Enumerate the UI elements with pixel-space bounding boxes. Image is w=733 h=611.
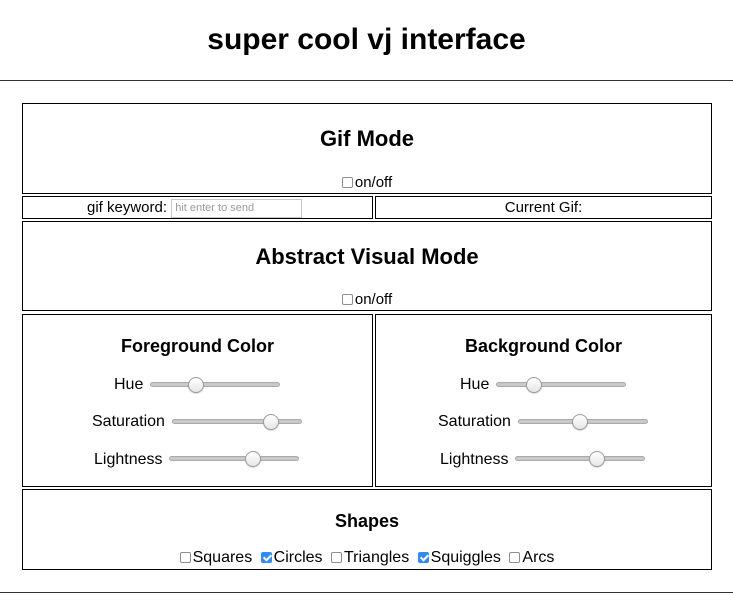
gif-mode-title: Gif Mode (319, 126, 415, 151)
gif-mode-panel: Gif Mode on/off (22, 103, 712, 194)
slider-thumb[interactable] (188, 377, 204, 393)
current-gif-label: Current Gif: (504, 199, 583, 216)
shape-checkbox[interactable] (509, 552, 521, 563)
foreground-color-panel: Foreground Color Hue Saturation Lightnes… (22, 314, 373, 487)
abstract-mode-toggle[interactable]: on/off (23, 291, 711, 308)
current-gif-panel: Current Gif: (375, 196, 712, 219)
shape-label: Triangles (343, 549, 410, 566)
shapes-title: Shapes (334, 511, 400, 531)
shape-checkbox[interactable] (417, 552, 429, 563)
foreground-color-title: Foreground Color (121, 336, 274, 356)
background-lightness-label: Lightness (440, 451, 509, 468)
gif-keyword-input[interactable]: hit enter to send (171, 198, 303, 218)
gif-keyword-row: gif keyword: hit enter to send (87, 198, 303, 218)
shape-option-circles[interactable]: Circles (260, 549, 323, 566)
background-saturation-label: Saturation (438, 413, 511, 430)
shape-option-triangles[interactable]: Triangles (330, 549, 410, 566)
gif-mode-checkbox[interactable] (341, 177, 353, 188)
gif-mode-toggle[interactable]: on/off (23, 174, 711, 191)
slider-thumb[interactable] (526, 377, 542, 393)
footer-divider (0, 592, 733, 593)
shape-label: Arcs (522, 549, 555, 566)
shape-checkbox[interactable] (179, 552, 191, 563)
background-hue-label: Hue (460, 376, 490, 393)
shape-option-squiggles[interactable]: Squiggles (417, 549, 501, 566)
shape-label: Squiggles (430, 549, 501, 566)
foreground-lightness-slider[interactable] (169, 449, 299, 469)
slider-thumb[interactable] (589, 451, 605, 467)
shape-option-squares[interactable]: Squares (179, 549, 253, 566)
page-title: super cool vj interface (207, 23, 526, 56)
header-divider (0, 80, 733, 81)
gif-keyword-label: gif keyword: (87, 199, 168, 216)
foreground-saturation-label: Saturation (92, 413, 165, 430)
slider-thumb[interactable] (572, 414, 588, 430)
gif-keyword-panel: gif keyword: hit enter to send (22, 196, 373, 219)
background-hue-slider[interactable] (496, 375, 626, 395)
abstract-mode-panel: Abstract Visual Mode on/off (22, 221, 712, 311)
slider-thumb[interactable] (263, 414, 279, 430)
foreground-lightness-label: Lightness (94, 451, 163, 468)
foreground-hue-slider[interactable] (150, 375, 280, 395)
foreground-hue-label: Hue (114, 376, 144, 393)
gif-mode-toggle-label: on/off (354, 174, 393, 191)
shape-label: Squares (192, 549, 253, 566)
shapes-options: Squares Circles Triangles Squiggles Arcs (23, 549, 711, 567)
foreground-saturation-slider[interactable] (172, 412, 302, 432)
slider-thumb[interactable] (245, 451, 261, 467)
shape-checkbox[interactable] (260, 552, 272, 563)
abstract-mode-title: Abstract Visual Mode (255, 244, 479, 269)
shape-checkbox[interactable] (330, 552, 342, 563)
abstract-mode-checkbox[interactable] (341, 294, 353, 305)
abstract-mode-toggle-label: on/off (354, 291, 393, 308)
background-color-title: Background Color (464, 336, 622, 356)
shapes-panel: Shapes Squares Circles Triangles Squiggl… (22, 489, 712, 570)
background-color-panel: Background Color Hue Saturation Lightnes… (375, 314, 712, 487)
shape-label: Circles (273, 549, 323, 566)
background-lightness-slider[interactable] (515, 449, 645, 469)
background-saturation-slider[interactable] (518, 412, 648, 432)
shape-option-arcs[interactable]: Arcs (509, 549, 554, 566)
